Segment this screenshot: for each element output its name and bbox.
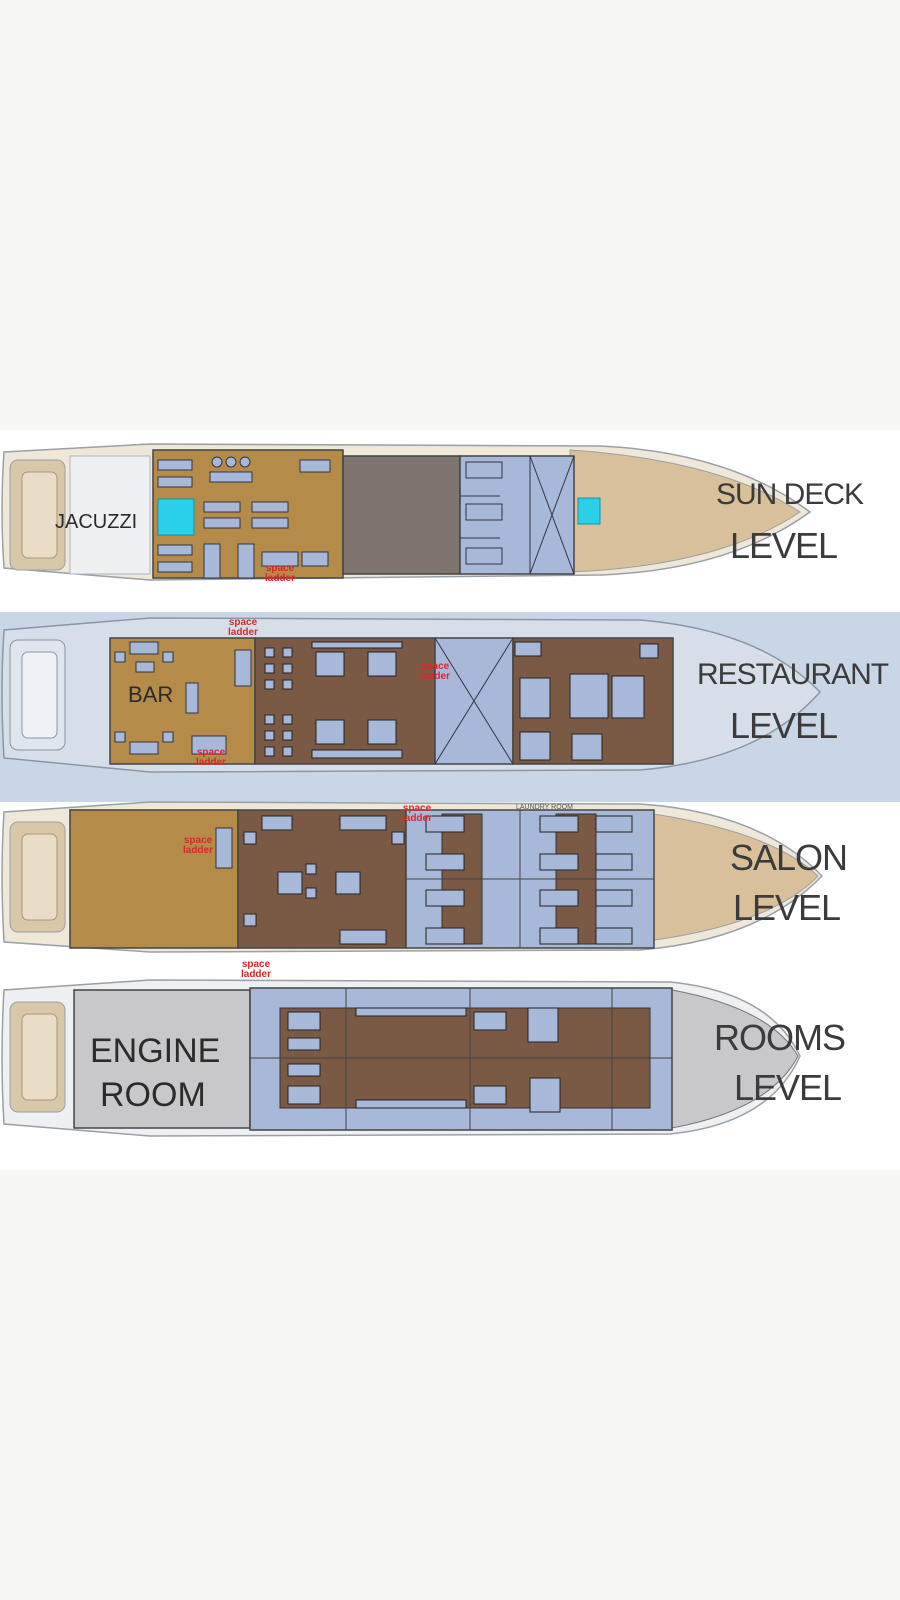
engine-room-label-line1: ENGINE — [90, 1032, 221, 1070]
restaurant-ladder-top-label: space ladder — [227, 617, 258, 638]
salon-ladder-bottom-label: space ladder — [240, 959, 271, 980]
sun-deck-roof — [342, 455, 461, 575]
restaurant-ladder-bottom-label: space ladder — [195, 747, 226, 768]
rooms-title-line2: LEVEL — [734, 1067, 842, 1108]
salon-title-line2: LEVEL — [733, 887, 841, 928]
bow-jacuzzi — [577, 497, 601, 525]
sun-deck-title-line2: LEVEL — [730, 525, 838, 566]
salon-aft-deck — [69, 809, 239, 949]
sun-deck-title-line1: SUN DECK — [716, 478, 864, 511]
restaurant-dining-area — [254, 637, 436, 765]
salon-title-line1: SALON — [730, 837, 848, 878]
bar-label: BAR — [128, 682, 174, 707]
restaurant-title-line1: RESTAURANT — [697, 658, 889, 691]
deck-plan-drawing — [1, 443, 824, 1137]
sun-ladder-label: space ladder — [264, 563, 295, 584]
salon-ladder-left-label: space ladder — [182, 835, 213, 856]
rooms-title-line1: ROOMS — [714, 1017, 846, 1058]
restaurant-ladder-mid-label: space ladder — [419, 661, 450, 682]
salon-ladder-top-label: space ladder — [401, 803, 432, 824]
deck-plan: JACUZZI space ladder SUN DECK LEVEL BAR … — [0, 430, 900, 1170]
salon-lounge — [237, 809, 407, 949]
jacuzzi-pool — [157, 498, 195, 536]
engine-room-label-line2: ROOM — [100, 1076, 206, 1114]
restaurant-title-line2: LEVEL — [730, 705, 838, 746]
laundry-room-label: LAUNDRY ROOM — [516, 804, 573, 811]
engine-room — [73, 989, 251, 1129]
jacuzzi-label: JACUZZI — [55, 511, 138, 533]
